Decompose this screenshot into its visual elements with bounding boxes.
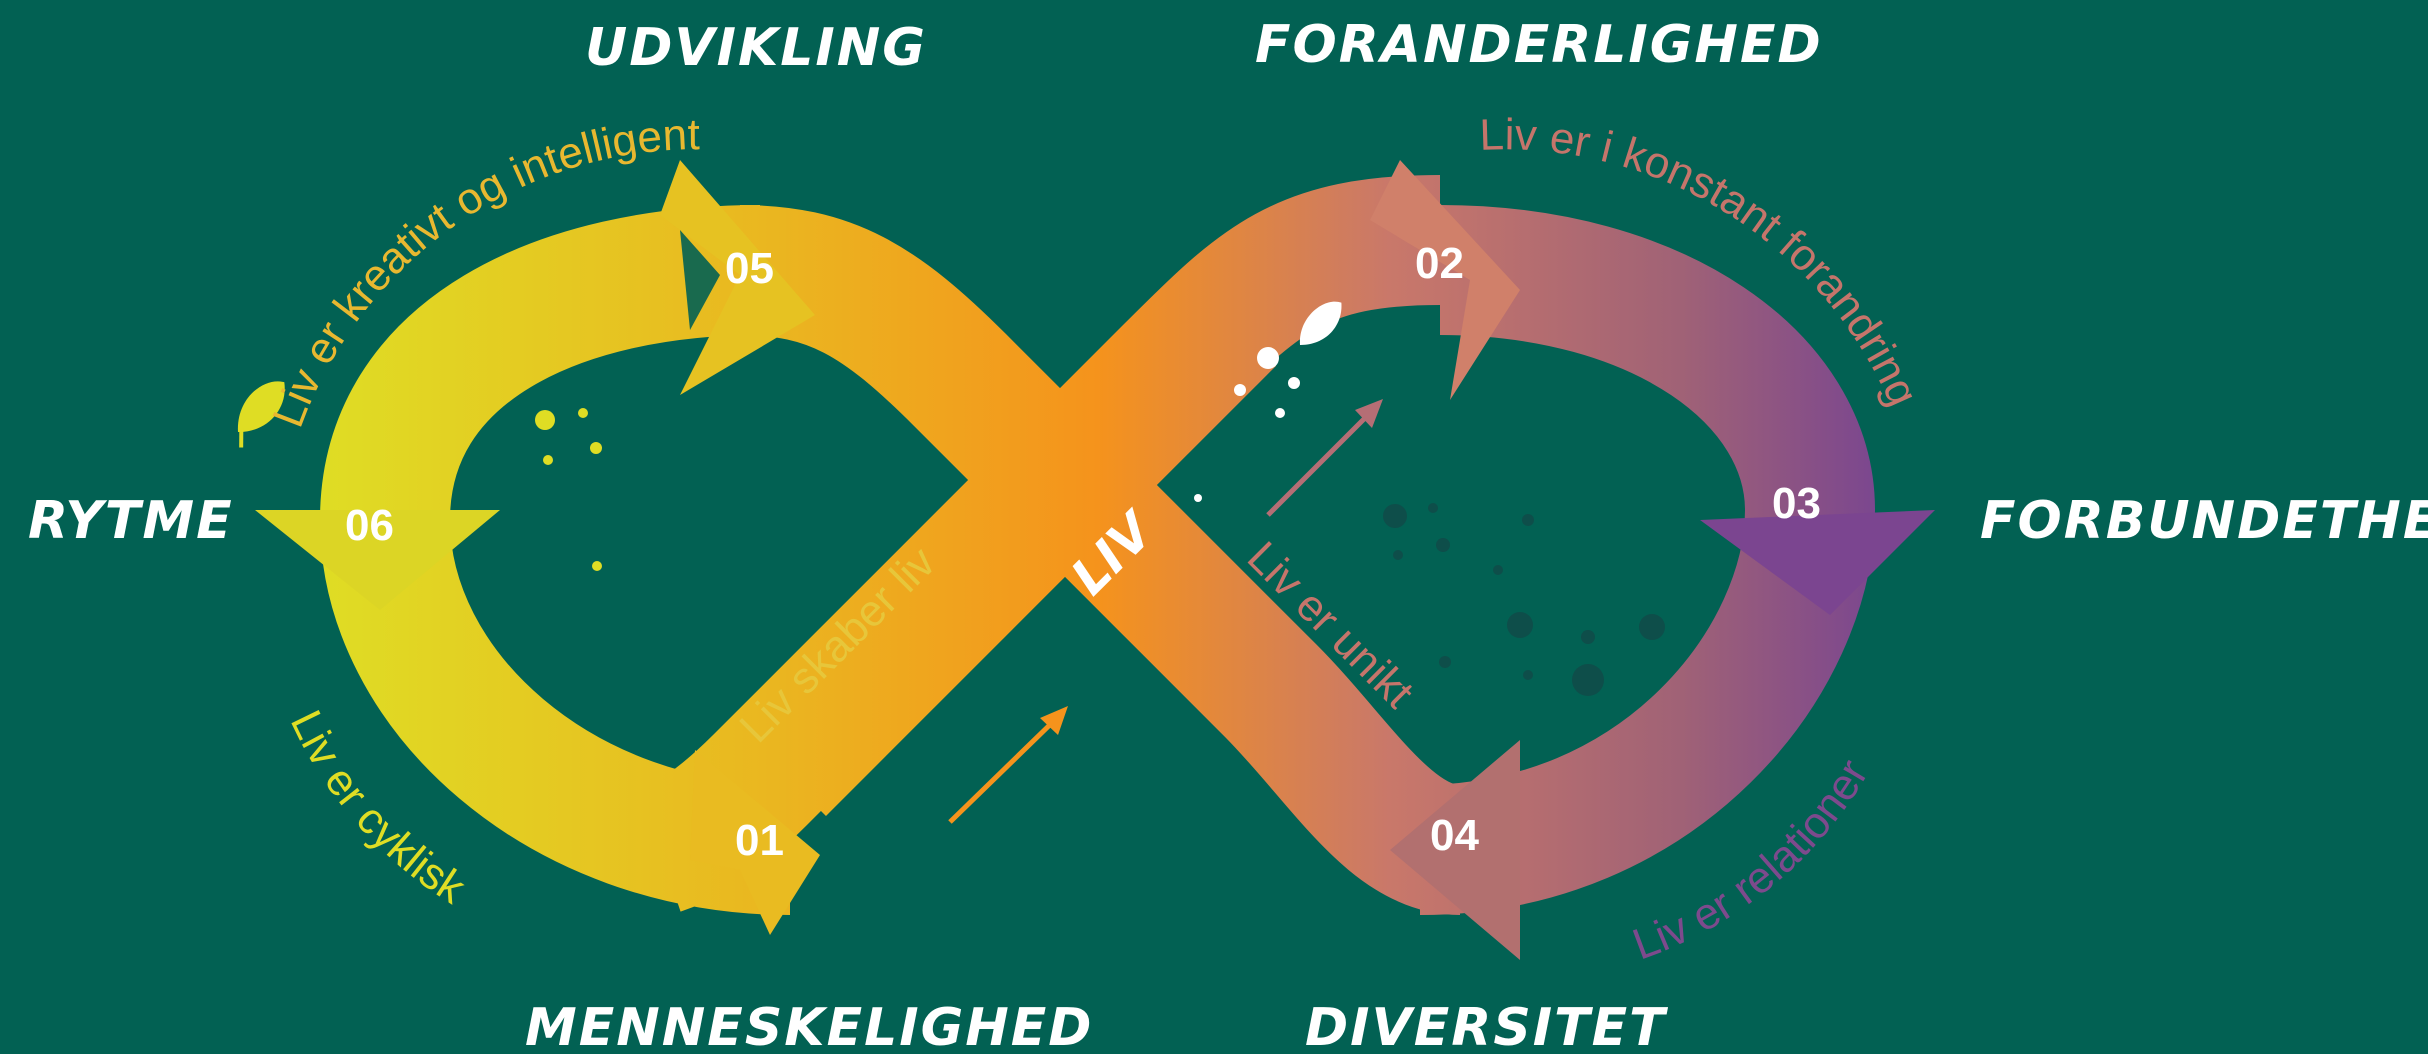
label-udvikling: UDVIKLING: [585, 18, 927, 78]
leaf-icon: [1299, 301, 1342, 346]
step-number-05: 05: [725, 244, 774, 293]
arrowhead-06: [255, 510, 500, 610]
small-arrow-right: [1266, 399, 1383, 517]
step-number-04: 04: [1430, 811, 1479, 860]
label-rytme: RYTME: [28, 491, 234, 551]
arrowhead-05-outline: [680, 230, 720, 330]
label-forbundethed: FORBUNDETHED: [1980, 491, 2428, 551]
step-number-01: 01: [735, 816, 784, 865]
decorative-dots-left: [535, 408, 602, 571]
leaf-icon: [237, 381, 285, 448]
arrowhead-04: [1390, 740, 1520, 960]
small-arrow-bottom: [948, 706, 1068, 824]
step-number-03: 03: [1772, 479, 1821, 528]
decorative-dots-center: [1194, 347, 1300, 502]
band-right-loop: [1418, 205, 1876, 915]
label-menneskelighed: MENNESKELIGHED: [525, 998, 1093, 1054]
label-foranderlighed: FORANDERLIGHED: [1255, 15, 1823, 75]
arrowhead-02: [1370, 160, 1520, 400]
arrowhead-03: [1700, 510, 1935, 615]
arrowhead-01: [690, 750, 820, 935]
step-number-06: 06: [345, 501, 394, 550]
decorative-dots-right: [1383, 503, 1665, 696]
step-number-02: 02: [1415, 239, 1464, 288]
band-diagonal-falling: [734, 205, 1465, 915]
arrowhead-05: [660, 160, 815, 395]
label-diversitet: DIVERSITET: [1305, 998, 1668, 1054]
